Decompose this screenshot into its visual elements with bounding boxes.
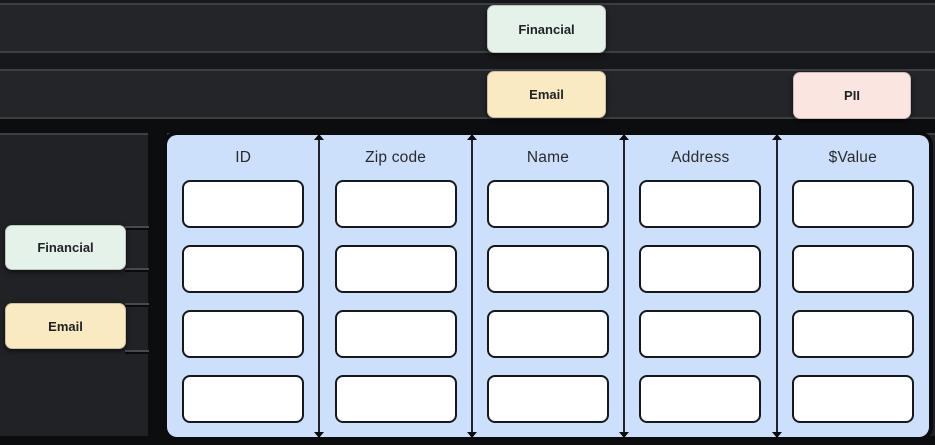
empty-cell — [486, 180, 609, 228]
column-separator — [466, 134, 477, 438]
empty-cell — [639, 245, 762, 293]
sidebar-panel-gap — [148, 133, 167, 436]
column-zip-code: Zip code — [319, 135, 471, 440]
financial-tag-top[interactable]: Financial — [487, 5, 606, 53]
empty-cell — [639, 375, 762, 423]
row-divider-tick — [125, 268, 149, 270]
column-header-id: ID — [235, 148, 252, 166]
empty-cell — [334, 180, 457, 228]
column-id: ID — [167, 135, 319, 440]
row-divider-tick — [125, 350, 149, 352]
data-table-panel: ID Zip code Name Address — [167, 134, 929, 440]
empty-cell — [639, 180, 762, 228]
empty-cell — [182, 310, 305, 358]
empty-cell — [334, 375, 457, 423]
financial-tag-sidebar[interactable]: Financial — [5, 225, 126, 270]
column-header-address: Address — [671, 148, 730, 166]
lane-gap-strip — [0, 119, 935, 133]
empty-cell — [791, 375, 914, 423]
email-tag-top[interactable]: Email — [487, 71, 606, 118]
empty-cell — [791, 310, 914, 358]
column-separator — [314, 134, 325, 438]
column-header-zip-code: Zip code — [365, 148, 427, 166]
empty-cell — [791, 245, 914, 293]
empty-cell — [486, 245, 609, 293]
column-header-value: $Value — [828, 148, 877, 166]
column-name: Name — [472, 135, 624, 440]
row-divider-tick — [125, 226, 149, 228]
column-address: Address — [624, 135, 776, 440]
empty-cell — [334, 245, 457, 293]
column-separator — [771, 134, 782, 438]
row-divider-tick — [125, 303, 149, 305]
empty-cell — [791, 180, 914, 228]
lane-financial — [0, 3, 935, 53]
bottom-strip — [0, 436, 935, 445]
column-separator — [619, 134, 630, 438]
empty-cell — [486, 310, 609, 358]
empty-cell — [182, 180, 305, 228]
empty-cell — [182, 245, 305, 293]
empty-cell — [486, 375, 609, 423]
column-value: $Value — [777, 135, 929, 440]
empty-cell — [334, 310, 457, 358]
lane-email-pii — [0, 69, 935, 119]
email-tag-sidebar[interactable]: Email — [5, 303, 126, 349]
empty-cell — [639, 310, 762, 358]
empty-cell — [182, 375, 305, 423]
pii-tag-top[interactable]: PII — [793, 72, 911, 119]
column-header-name: Name — [526, 148, 570, 166]
